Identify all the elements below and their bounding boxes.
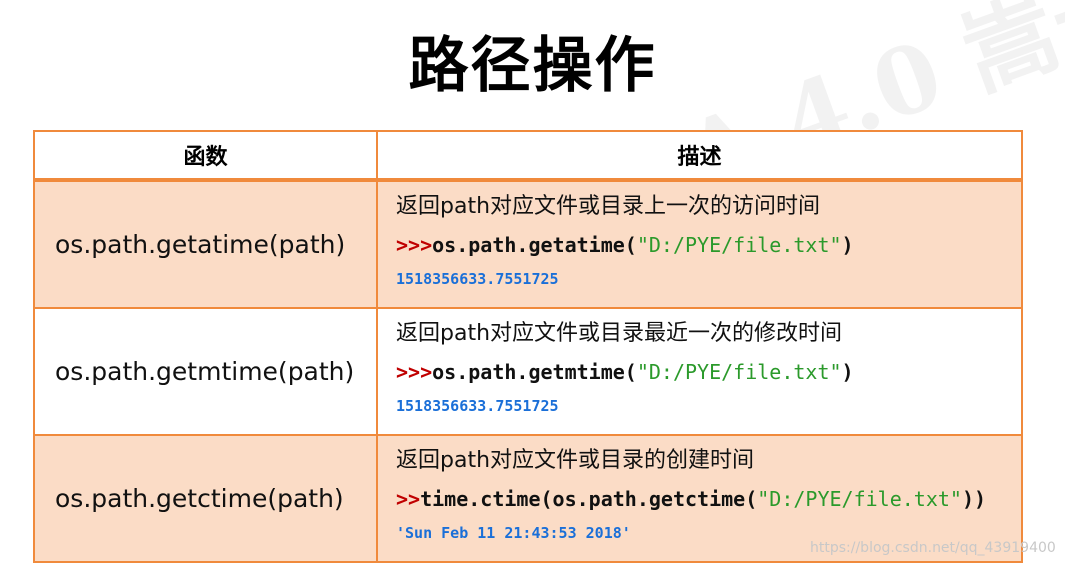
code-string: "D:/PYE/file.txt" (636, 360, 842, 384)
func-cell: os.path.getmtime(path) (33, 307, 378, 436)
code-prompt: >> (396, 487, 421, 511)
table-header-row: 函数 描述 (33, 130, 1023, 182)
header-func: 函数 (33, 130, 378, 182)
code-line: >>time.ctime(os.path.getctime("D:/PYE/fi… (396, 486, 1021, 512)
code-result: 1518356633.7551725 (396, 270, 559, 288)
code-result: 'Sun Feb 11 21:43:53 2018' (396, 524, 631, 542)
code-close: ) (841, 360, 854, 384)
desc-cell: 返回path对应文件或目录最近一次的修改时间 >>>os.path.getmti… (376, 307, 1023, 436)
code-string: "D:/PYE/file.txt" (757, 487, 962, 511)
desc-text: 返回path对应文件或目录最近一次的修改时间 (396, 321, 843, 346)
func-cell: os.path.getctime(path) (33, 434, 378, 563)
code-string: "D:/PYE/file.txt" (636, 233, 842, 257)
code-call: os.path.getatime( (432, 233, 637, 257)
code-close: ) (841, 233, 854, 257)
desc-cell: 返回path对应文件或目录的创建时间 >>time.ctime(os.path.… (376, 434, 1023, 563)
code-call: time.ctime(os.path.getctime( (420, 487, 758, 511)
code-prompt: >>> (396, 233, 433, 257)
desc-text: 返回path对应文件或目录上一次的访问时间 (396, 194, 821, 219)
table-row: os.path.getmtime(path) 返回path对应文件或目录最近一次… (33, 307, 1023, 436)
desc-cell: 返回path对应文件或目录上一次的访问时间 >>>os.path.getatim… (376, 179, 1023, 309)
func-cell: os.path.getatime(path) (33, 179, 378, 309)
table-row: os.path.getctime(path) 返回path对应文件或目录的创建时… (33, 434, 1023, 563)
page-title: 路径操作 (408, 31, 657, 101)
code-line: >>>os.path.getatime("D:/PYE/file.txt") (396, 232, 1021, 258)
code-close: )) (961, 487, 987, 511)
source-url: https://blog.csdn.net/qq_43919400 (810, 540, 1056, 556)
function-table: 函数 描述 os.path.getatime(path) 返回path对应文件或… (33, 130, 1023, 563)
desc-text: 返回path对应文件或目录的创建时间 (396, 448, 755, 473)
header-desc: 描述 (376, 130, 1023, 182)
code-prompt: >>> (396, 360, 433, 384)
code-call: os.path.getmtime( (432, 360, 637, 384)
code-result: 1518356633.7551725 (396, 397, 559, 415)
code-line: >>>os.path.getmtime("D:/PYE/file.txt") (396, 359, 1021, 385)
table-row: os.path.getatime(path) 返回path对应文件或目录上一次的… (33, 179, 1023, 309)
